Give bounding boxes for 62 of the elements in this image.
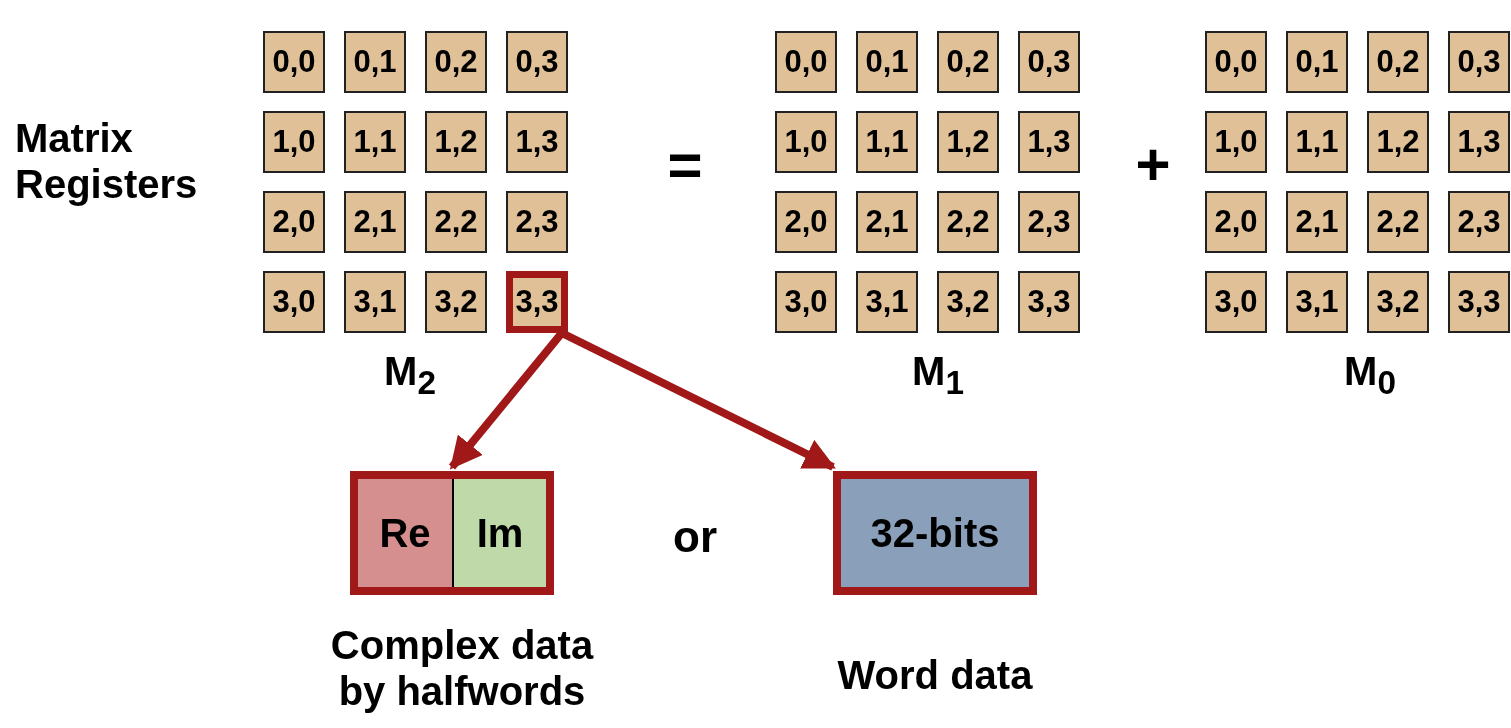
plus-sign: + [1134, 130, 1172, 199]
matrix-cell: 2,0 [263, 191, 325, 253]
matrix-cell: 1,0 [1205, 111, 1267, 173]
matrix-cell: 0,1 [856, 31, 918, 93]
matrix-cell: 2,2 [1367, 191, 1429, 253]
arrow [560, 329, 836, 471]
matrix-name: M$_{1}$ [911, 348, 965, 403]
matrix-cell: 0,0 [775, 31, 837, 93]
real-part-box: Re [358, 479, 454, 587]
matrix-cell: 0,1 [1286, 31, 1348, 93]
matrix-name: M$_{0}$ [1343, 348, 1397, 403]
matrix-cell: 0,2 [425, 31, 487, 93]
matrix-cell: 0,0 [1205, 31, 1267, 93]
matrix-cell: 0,1 [344, 31, 406, 93]
matrix-cell: 0,3 [506, 31, 568, 93]
matrix-cell: 2,1 [344, 191, 406, 253]
matrix-cell: 3,2 [937, 271, 999, 333]
matrix-cell: 3,3 [1448, 271, 1510, 333]
matrix-name: M$_{2}$ [383, 348, 437, 403]
matrix-cell: 2,2 [425, 191, 487, 253]
matrix-cell: 3,2 [425, 271, 487, 333]
matrix-cell: 2,3 [506, 191, 568, 253]
matrix-cell: 0,2 [1367, 31, 1429, 93]
matrix-cell: 2,0 [1205, 191, 1267, 253]
connector-word: or [672, 512, 718, 563]
matrix-cell: 2,1 [1286, 191, 1348, 253]
box-caption: Word data [836, 652, 1034, 698]
matrix-cell: 1,3 [1448, 111, 1510, 173]
matrix-cell: 1,1 [856, 111, 918, 173]
matrix-cell: 0,0 [263, 31, 325, 93]
highlighted-matrix-cell: 3,3 [506, 271, 568, 333]
matrix-cell: 3,0 [263, 271, 325, 333]
matrix-cell: 2,0 [775, 191, 837, 253]
matrix-cell: 1,2 [937, 111, 999, 173]
matrix-cell: 3,0 [1205, 271, 1267, 333]
side-title: Matrix Registers [15, 115, 199, 207]
matrix-cell: 0,2 [937, 31, 999, 93]
matrix-cell: 1,2 [425, 111, 487, 173]
matrix-cell: 1,2 [1367, 111, 1429, 173]
matrix-cell: 3,1 [1286, 271, 1348, 333]
matrix-cell: 2,1 [856, 191, 918, 253]
matrix-cell: 1,0 [263, 111, 325, 173]
box-caption: Complex data by halfwords [329, 622, 595, 714]
matrix-cell: 1,1 [1286, 111, 1348, 173]
matrix-cell: 3,2 [1367, 271, 1429, 333]
matrix-cell: 3,1 [344, 271, 406, 333]
matrix-cell: 3,0 [775, 271, 837, 333]
matrix-cell: 0,3 [1448, 31, 1510, 93]
matrix-cell: 1,3 [506, 111, 568, 173]
equals-sign: = [666, 130, 704, 199]
matrix-cell: 2,3 [1448, 191, 1510, 253]
matrix-cell: 3,1 [856, 271, 918, 333]
matrix-cell: 2,2 [937, 191, 999, 253]
matrix-cell: 0,3 [1018, 31, 1080, 93]
matrix-cell: 1,3 [1018, 111, 1080, 173]
matrix-cell: 1,0 [775, 111, 837, 173]
matrix-cell: 3,3 [1018, 271, 1080, 333]
word-data-box: 32-bits [833, 471, 1037, 595]
matrix-cell: 2,3 [1018, 191, 1080, 253]
imaginary-part-box: Im [454, 479, 546, 587]
matrix-cell: 1,1 [344, 111, 406, 173]
complex-data-box [350, 471, 554, 595]
